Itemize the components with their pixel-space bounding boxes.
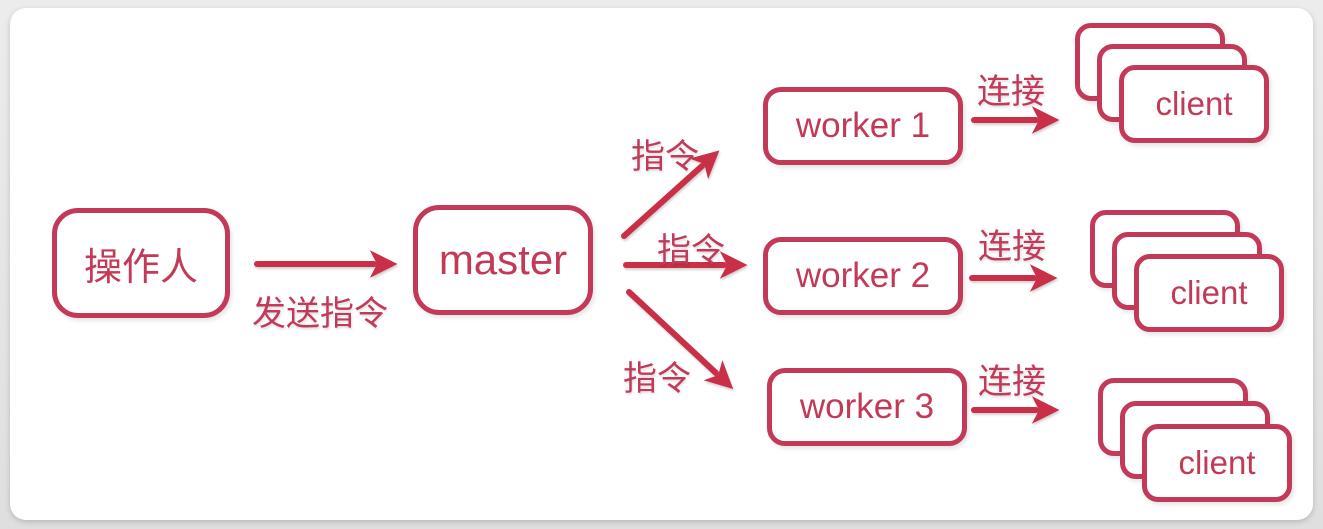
client-3-label: client [1178,444,1256,481]
edge-label-command-2: 指令 [657,232,725,270]
edge-label-command-1: 指令 [631,138,699,176]
node-worker-2: worker 2 [763,237,963,315]
client-card-front: client [1142,424,1292,502]
edge-label-command-3: 指令 [623,360,691,398]
node-worker-1: worker 1 [763,87,963,165]
edge-label-connect-1: 连接 [977,73,1045,111]
node-master: master [413,205,593,315]
client-1-label: client [1155,85,1233,122]
node-worker-3-label: worker 3 [799,387,935,426]
client-card-front: client [1134,254,1284,332]
node-operator: 操作人 [52,208,230,318]
node-worker-2-label: worker 2 [795,256,931,295]
node-worker-3: worker 3 [767,368,967,446]
client-2-label: client [1170,274,1248,311]
node-master-label: master [438,236,568,283]
node-operator-label: 操作人 [83,246,198,289]
client-card-front: client [1119,65,1269,143]
node-worker-1-label: worker 1 [795,106,931,145]
edge-label-connect-2: 连接 [978,228,1046,266]
edge-label-connect-3: 连接 [978,363,1046,401]
edge-label-send-command: 发送指令 [252,295,388,333]
